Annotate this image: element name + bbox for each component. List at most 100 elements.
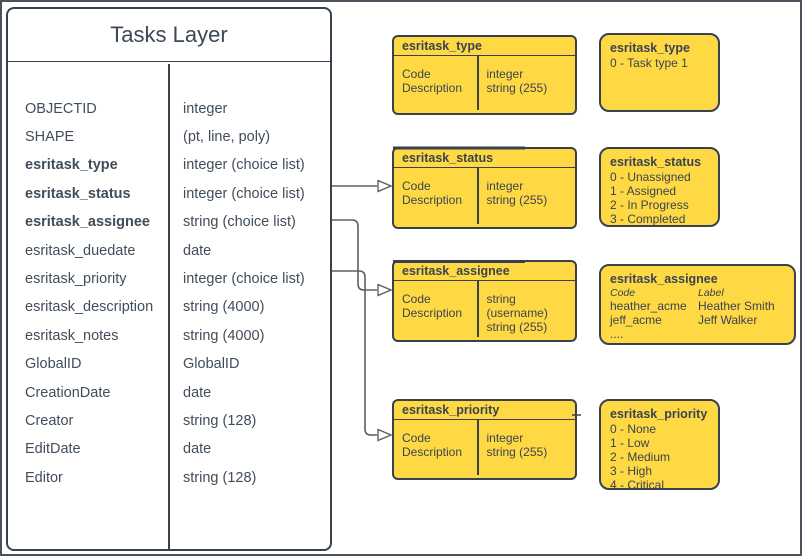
domain-title: esritask_priority [394,401,575,420]
field-name: esritask_notes [25,327,119,344]
values-title: esritask_type [610,41,690,55]
schema-type: string (255) [486,193,548,207]
field-type: integer [183,100,228,117]
connector-arrowhead-icon [377,283,393,297]
domain-schema-esritask-status: esritask_status Code Description integer… [392,147,577,229]
value-item: 4 - Critical [610,478,665,492]
schema-type: integer [486,431,524,445]
schema-field-types: integer string (255) [479,179,548,207]
domain-title: esritask_status [394,149,575,168]
values-column-header: Label [698,287,724,299]
domain-schema-esritask-assignee: esritask_assignee Code Description strin… [392,260,577,342]
connector-arrowhead-icon [377,428,393,442]
schema-field: Description [402,306,463,320]
field-type: string (4000) [183,327,265,344]
values-title: esritask_priority [610,407,708,421]
field-type: GlobalID [183,356,240,373]
schema-type: string (username) [486,292,548,320]
schema-field-names: Code Description [394,179,477,207]
schema-field: Code [402,67,431,81]
field-name: esritask_assignee [25,214,150,231]
field-name: SHAPE [25,129,75,146]
schema-type: string (255) [486,320,548,334]
schema-field: Code [402,292,431,306]
schema-field-types: string (username) string (255) [479,292,576,334]
value-item: 3 - Completed [610,212,686,226]
table-row: esritask_type integer (choice list) [8,151,330,179]
tasks-layer-title: Tasks Layer [110,22,228,47]
domain-values-esritask-assignee: esritask_assignee Code Label heather_acm… [599,264,796,345]
field-type: integer (choice list) [183,271,305,288]
value-code: jeff_acme [610,313,662,327]
field-name: esritask_type [25,157,118,174]
domain-values-esritask-priority: esritask_priority 0 - None 1 - Low 2 - M… [599,399,720,492]
schema-field-types: integer string (255) [479,67,548,95]
domain-values-esritask-status: esritask_status 0 - Unassigned 1 - Assig… [599,147,720,227]
table-row: Editor string (128) [8,464,330,492]
values-ellipsis: .... [610,327,624,341]
values-title: esritask_assignee [610,272,718,286]
domain-schema-body: Code Description integer string (255) [394,56,575,110]
value-item: 3 - High [610,464,653,478]
connector-arrowhead-icon [377,179,393,193]
table-row: esritask_notes string (4000) [8,322,330,350]
value-label: Jeff Walker [698,313,758,327]
schema-type: string (255) [486,81,548,95]
value-item: 0 - None [610,422,657,436]
value-item: 0 - Unassigned [610,170,691,184]
value-item: 2 - Medium [610,450,671,464]
value-item: 1 - Assigned [610,184,677,198]
field-name: Creator [25,412,74,429]
schema-field-types: integer string (255) [479,431,548,459]
schema-type: string (255) [486,445,548,459]
domain-schema-esritask-type: esritask_type Code Description integer s… [392,35,577,115]
schema-field: Description [402,445,463,459]
schema-divider [477,281,479,337]
field-type: string (128) [183,469,257,486]
domain-schema-body: Code Description string (username) strin… [394,281,575,337]
schema-divider [477,56,479,110]
schema-divider [477,420,479,475]
schema-divider [477,168,479,224]
field-name: CreationDate [25,384,111,401]
values-column-header: Code [610,287,636,299]
values-table: Code Label heather_acme Heather Smith je… [610,287,785,327]
table-row: EditDate date [8,435,330,463]
table-row: esritask_assignee string (choice list) [8,208,330,236]
field-name: Editor [25,469,63,486]
domain-values-esritask-type: esritask_type 0 - Task type 1 [599,33,720,112]
value-label: Heather Smith [698,299,775,313]
domain-title: esritask_assignee [394,262,575,281]
field-type: date [183,441,212,458]
field-name: esritask_duedate [25,242,136,259]
schema-field: Description [402,193,463,207]
table-row: esritask_priority integer (choice list) [8,265,330,293]
table-row: SHAPE (pt, line, poly) [8,123,330,151]
field-type: string (choice list) [183,214,296,231]
value-item: 1 - Low [610,436,650,450]
value-code: heather_acme [610,299,687,313]
schema-field-names: Code Description [394,292,477,320]
schema-field-names: Code Description [394,67,477,95]
field-name: EditDate [25,441,81,458]
connector-esritask-assignee [332,219,377,291]
field-type: string (4000) [183,299,265,316]
field-type: integer (choice list) [183,157,305,174]
domain-schema-body: Code Description integer string (255) [394,420,575,475]
schema-field: Code [402,179,431,193]
domain-schema-body: Code Description integer string (255) [394,168,575,224]
field-type: integer (choice list) [183,185,305,202]
field-name: esritask_description [25,299,154,316]
tasks-layer-header: Tasks Layer [8,9,330,62]
field-name: esritask_priority [25,271,127,288]
field-type: (pt, line, poly) [183,129,271,146]
schema-field-names: Code Description [394,431,477,459]
domain-title: esritask_type [394,37,575,56]
